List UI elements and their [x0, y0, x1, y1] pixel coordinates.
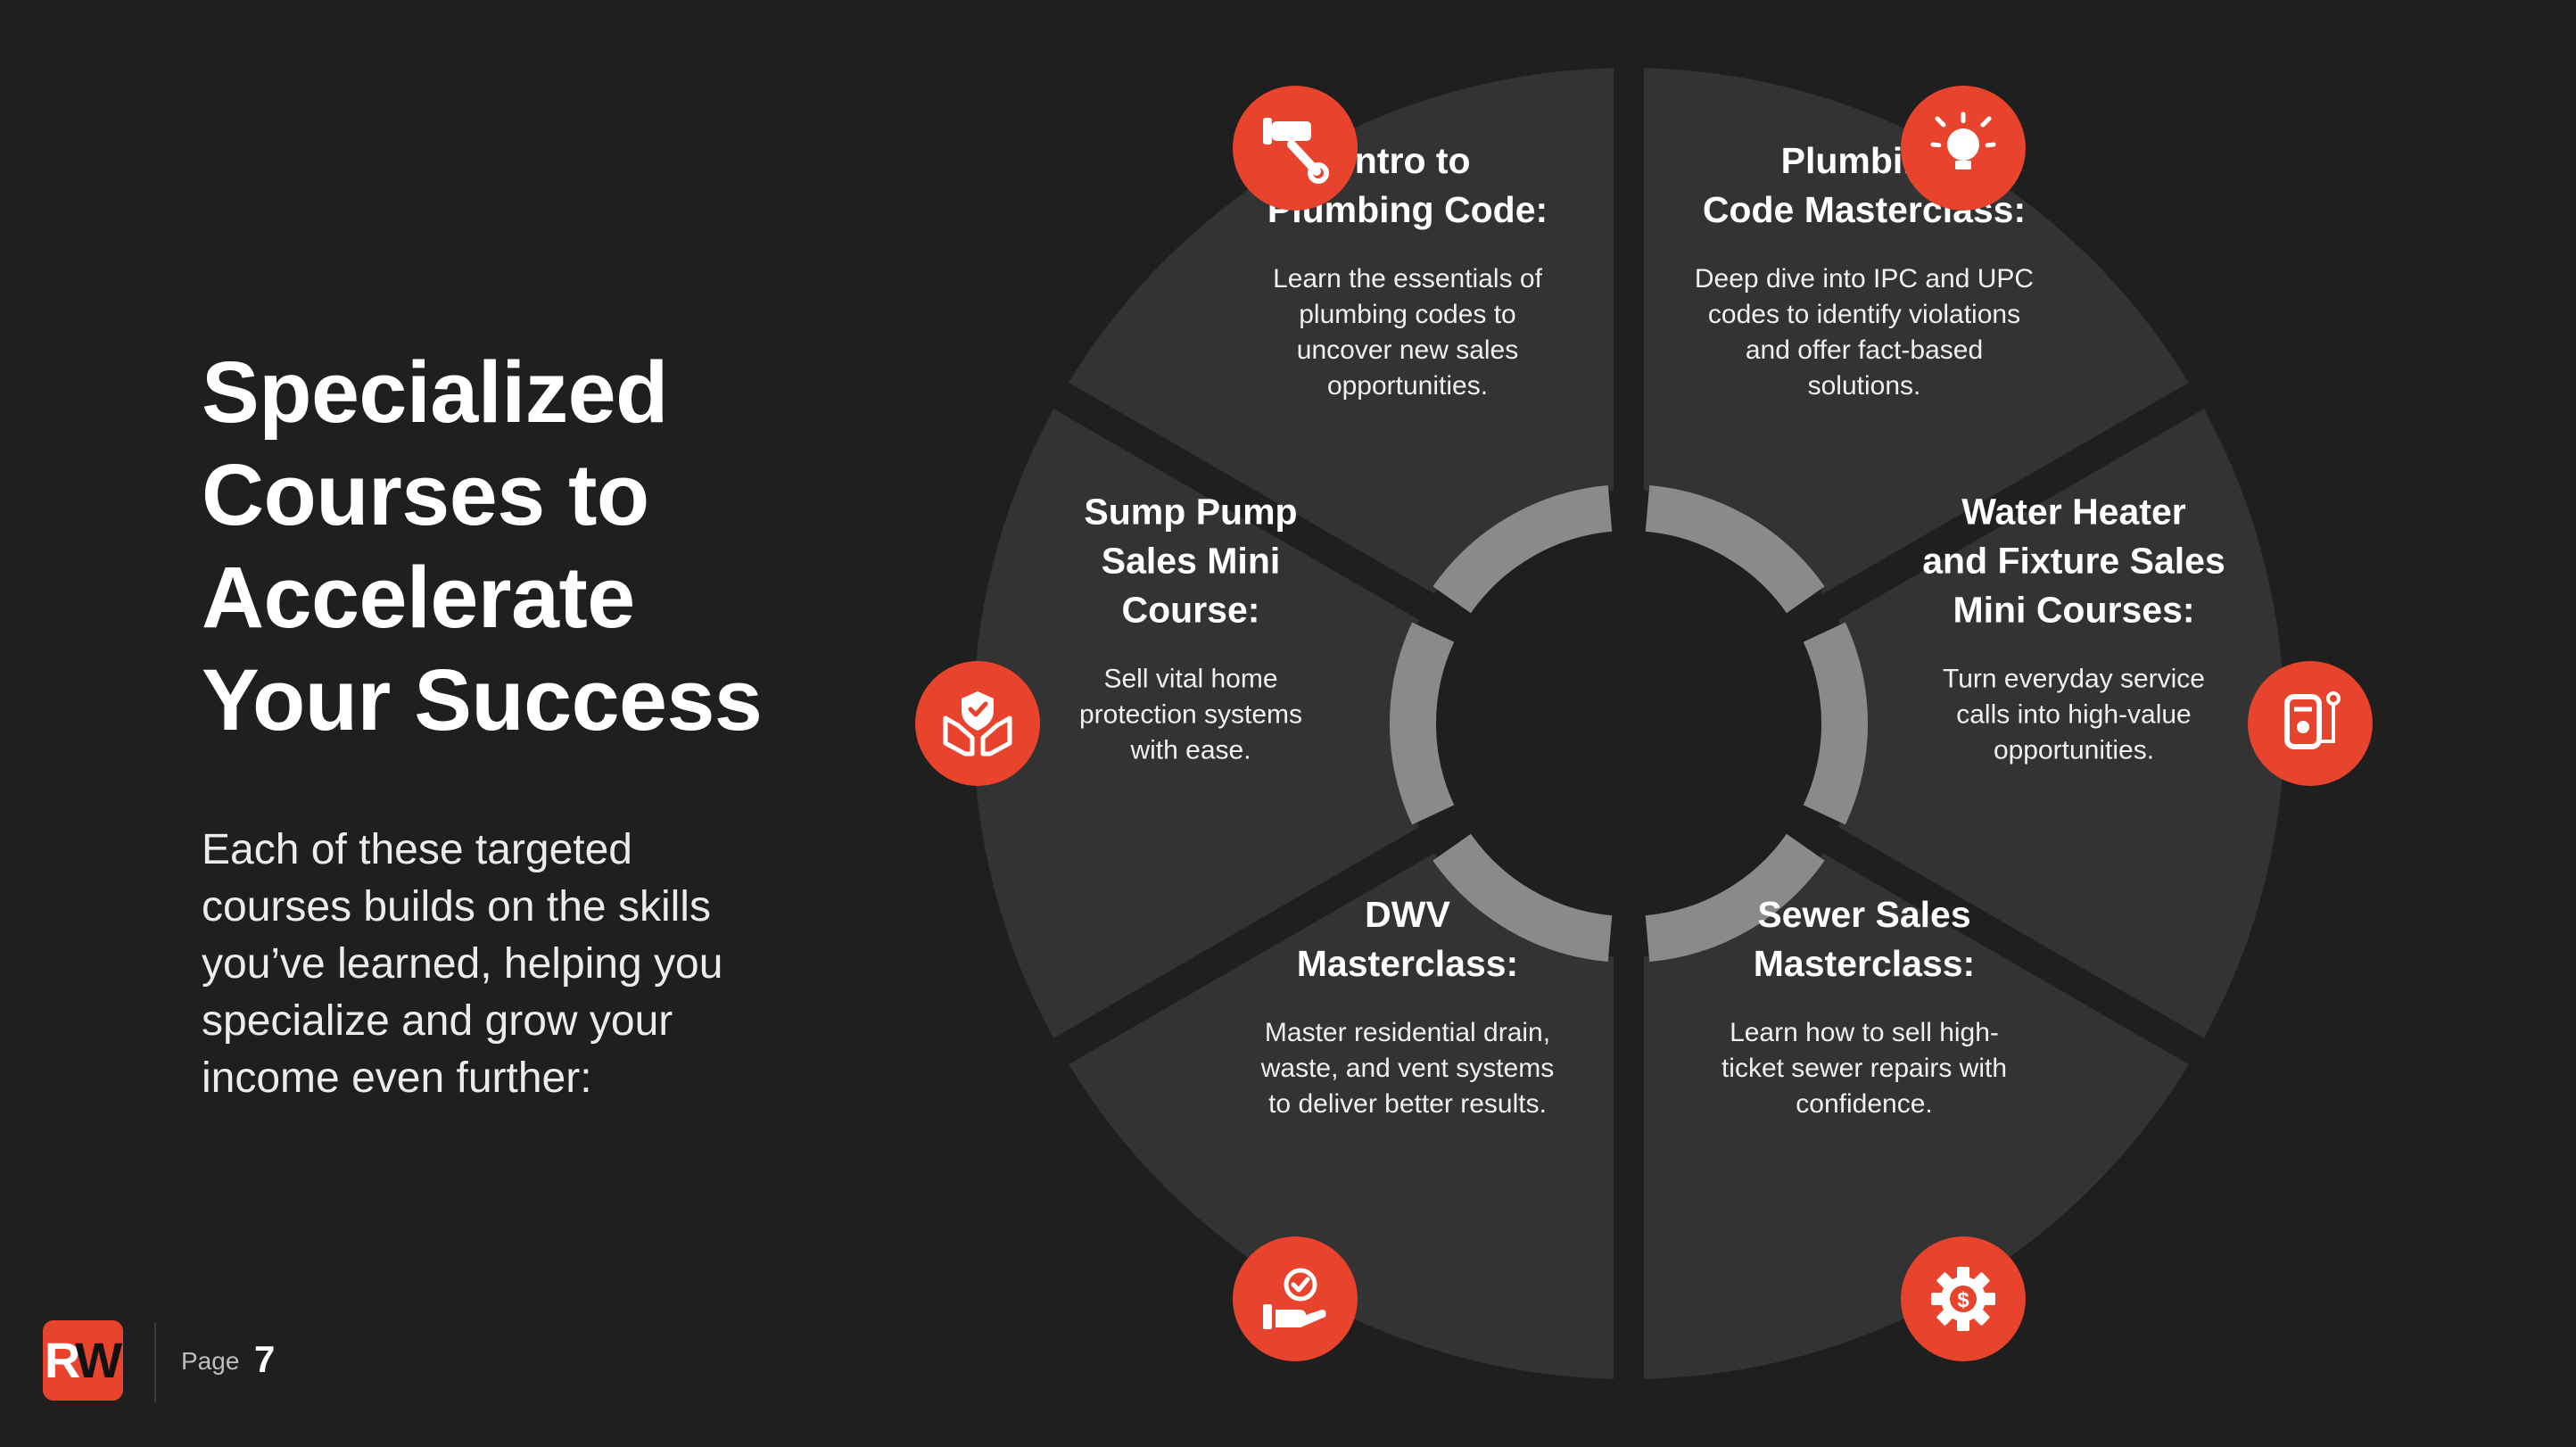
intro-line: Each of these targeted: [202, 826, 632, 873]
course-body-line: plumbing codes to: [1299, 300, 1516, 329]
course-heading-line: Masterclass:: [1754, 943, 1975, 984]
title-line: Your Success: [202, 651, 763, 748]
slide-title: Specialized Courses to Accelerate Your S…: [202, 341, 826, 751]
course-body-line: Turn everyday service: [1943, 665, 2205, 694]
intro-line: courses builds on the skills: [202, 883, 711, 930]
ring-arc: [1432, 484, 1613, 614]
course-body-line: opportunities.: [1327, 371, 1488, 401]
page-number: 7: [254, 1338, 276, 1380]
course-icon-badge: [1233, 86, 1358, 211]
course-icon-badge: [2248, 661, 2373, 786]
title-line: Specialized: [202, 343, 668, 441]
hands-shield-icon: [943, 691, 1012, 757]
course-body-line: Deep dive into IPC and UPC: [1695, 264, 2034, 294]
ring-arc: [1645, 833, 1825, 963]
course-body-line: calls into high-value: [1956, 700, 2191, 730]
ring-arc: [1432, 833, 1613, 963]
course-body-line: waste, and vent systems: [1260, 1054, 1554, 1083]
course-body-line: and offer fact-based: [1746, 335, 1983, 365]
course-segment: [1069, 68, 1614, 594]
footer-divider: [154, 1322, 156, 1402]
course-segment: [1644, 853, 2189, 1379]
svg-text:$: $: [1957, 1288, 1969, 1312]
intro-line: you’ve learned, helping you: [202, 940, 723, 988]
intro-line: income even further:: [202, 1054, 592, 1102]
company-logo: RW: [43, 1320, 123, 1401]
logo-letter-r: R: [44, 1332, 80, 1388]
logo-letter-w: W: [75, 1332, 122, 1388]
ring-arc: [1390, 622, 1455, 825]
course-segment: [1837, 409, 2285, 1038]
gear-dollar-icon: $: [1931, 1267, 1995, 1331]
course-heading-line: Course:: [1122, 590, 1260, 631]
logo-text: RW: [44, 1332, 122, 1388]
ring-arc: [1645, 484, 1825, 614]
wrench-pipe-icon: [1263, 118, 1329, 184]
course-body-line: confidence.: [1796, 1089, 1932, 1119]
course-segment: [1644, 68, 2189, 594]
water-heater-icon: [2284, 691, 2341, 749]
course-body-line: uncover new sales: [1297, 335, 1518, 365]
icon-layer: $: [915, 86, 2373, 1361]
course-heading-line: Mini Courses:: [1953, 590, 2194, 631]
intro-line: specialize and grow your: [202, 997, 673, 1045]
course-heading-line: Sewer Sales: [1757, 894, 1970, 935]
course-body-line: opportunities.: [1994, 736, 2154, 765]
course-label: DWV Masterclass: Master residential drain,…: [1260, 894, 1554, 1119]
course-body-line: Learn the essentials of: [1273, 264, 1543, 294]
course-segment: [972, 409, 1420, 1038]
course-icon-badge: [915, 661, 1040, 786]
course-body-line: to deliver better results.: [1268, 1089, 1547, 1119]
course-body-line: Learn how to sell high-: [1730, 1018, 1999, 1047]
course-segment: [1069, 853, 1614, 1379]
course-body-line: protection systems: [1079, 700, 1302, 730]
course-body-line: Master residential drain,: [1265, 1018, 1550, 1047]
intro-paragraph: Each of these targeted courses builds on…: [202, 822, 808, 1107]
lightbulb-icon: [1930, 112, 1996, 170]
course-heading-line: and Fixture Sales: [1922, 541, 2225, 582]
course-icon-badge: [1901, 86, 2026, 211]
title-line: Courses to: [202, 446, 649, 543]
course-heading-line: Intro to: [1344, 140, 1470, 181]
segment-layer: [972, 68, 2285, 1379]
badge-circle: [2248, 661, 2373, 786]
course-body-line: Sell vital home: [1103, 665, 1277, 694]
course-body-line: solutions.: [1808, 371, 1921, 401]
course-heading-line: Masterclass:: [1297, 943, 1518, 984]
course-icon-badge: $: [1901, 1236, 2026, 1361]
course-heading-line: Sump Pump: [1084, 492, 1297, 533]
course-body-line: codes to identify violations: [1708, 300, 2020, 329]
ring-arc: [1803, 622, 1868, 825]
course-heading-line: Water Heater: [1961, 492, 2185, 533]
page-label: Page: [181, 1347, 240, 1375]
hand-checkmark-icon: [1263, 1268, 1326, 1329]
course-heading-line: Sales Mini: [1102, 541, 1281, 582]
course-heading-line: DWV: [1365, 894, 1450, 935]
course-body-line: with ease.: [1129, 736, 1251, 765]
inner-ring: [1390, 484, 1868, 963]
course-body-line: ticket sewer repairs with: [1721, 1054, 2007, 1083]
title-line: Accelerate: [202, 549, 635, 646]
course-icon-badge: [1233, 1236, 1358, 1361]
